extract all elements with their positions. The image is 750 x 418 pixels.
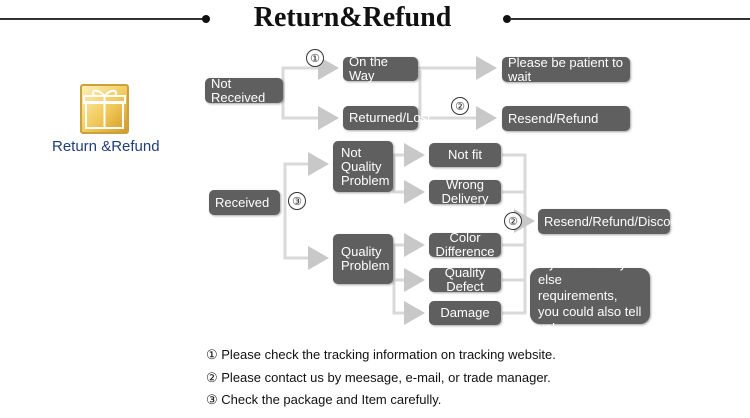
node-resend-refund: Resend/Refund	[502, 106, 630, 131]
header-rule-left	[0, 18, 205, 20]
node-else-requirements: If you have any else requirements, you c…	[530, 256, 650, 335]
connector-nq-wrong	[392, 164, 425, 204]
connector-not-received-returned	[281, 90, 339, 130]
node-not-received: Not Received	[205, 76, 283, 104]
node-resend-refund-discount: Resend/Refund/Discount	[538, 209, 689, 234]
marker-three: ③	[288, 192, 306, 210]
note-2: ② Please contact us by meesage, e-mail, …	[206, 370, 551, 385]
connector-nq-not-fit	[392, 143, 425, 167]
logo-label: Return &Refund	[52, 138, 160, 155]
connector-received-not-quality	[283, 152, 329, 202]
node-received: Received	[209, 190, 280, 215]
connector-q-color	[392, 233, 425, 258]
node-be-patient: Please be patient to wait	[502, 55, 630, 83]
marker-one: ①	[306, 49, 324, 67]
header-dot-left	[202, 15, 210, 23]
connector-not-received-on-way	[281, 56, 339, 90]
node-not-fit: Not fit	[429, 143, 501, 167]
connector-q-defect	[392, 258, 425, 292]
marker-two-top: ②	[451, 97, 469, 115]
marker-two-right: ②	[504, 212, 522, 230]
node-quality-problem: Quality Problem	[333, 234, 393, 284]
node-returned-lost: Returned/Lost	[343, 106, 431, 130]
connector-received-quality	[283, 202, 329, 270]
node-wrong-delivery: Wrong Delivery	[429, 178, 501, 206]
node-quality-defect: Quality Defect	[429, 266, 501, 294]
note-1: ① Please check the tracking information …	[206, 347, 556, 362]
node-damage: Damage	[429, 301, 501, 325]
gift-icon	[80, 84, 129, 134]
node-on-the-way: On the Way	[343, 55, 418, 83]
node-not-quality-problem: Not Quality Problem	[333, 141, 393, 192]
page-title: Return&Refund	[253, 2, 452, 33]
gift-icon-graphic	[83, 89, 126, 129]
node-color-difference: Color Difference	[429, 231, 501, 259]
header-rule-right	[510, 18, 750, 20]
connector-q-damage	[392, 258, 425, 325]
header-dot-right	[503, 15, 511, 23]
connector-collector	[502, 153, 527, 315]
note-3: ③ Check the package and Item carefully.	[206, 392, 442, 407]
